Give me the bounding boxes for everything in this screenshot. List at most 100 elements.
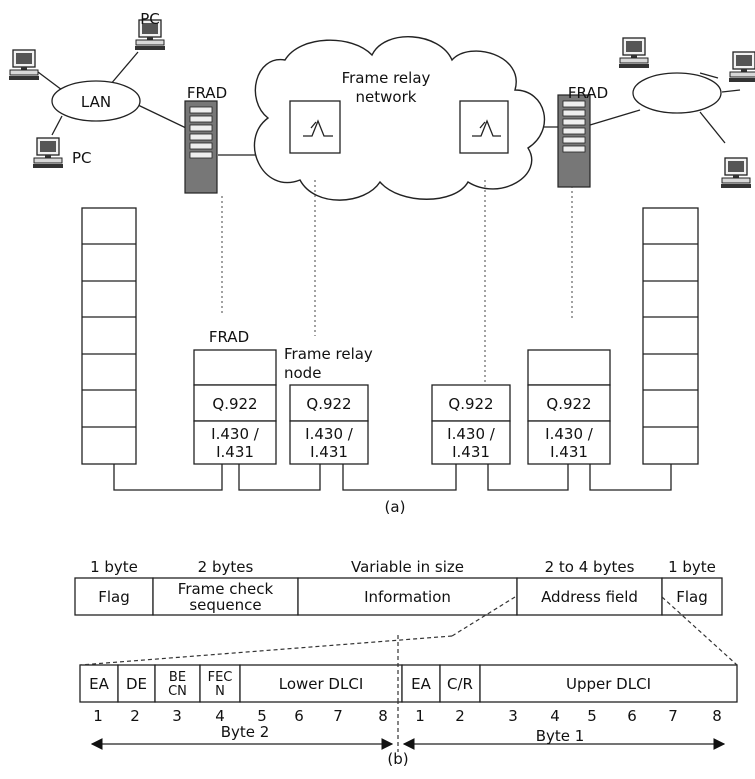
frame-field-box [516, 577, 663, 616]
q922-label: Q.922 [546, 395, 591, 413]
byte2-label: Byte 2 [221, 723, 270, 741]
frad-rack-icon [184, 100, 218, 194]
bit-number: 4 [550, 707, 560, 725]
physical-layer-label: I.430 / [305, 425, 354, 443]
stack-frad-left: FRAD Q.922 I.430 / I.431 [193, 328, 277, 465]
frame-size-label: 1 byte [668, 558, 716, 576]
address-field-label: DE [126, 675, 147, 693]
bit-number: 8 [712, 707, 722, 725]
frame-field-label: Information [364, 588, 451, 606]
bit-number: 6 [627, 707, 637, 725]
lan-right [632, 72, 722, 114]
address-field-label: BE [169, 670, 186, 685]
frame-size-label: 2 bytes [198, 558, 254, 576]
stack-node-left: Frame relay node Q.922 I.430 / I.431 [284, 345, 373, 465]
pc-icon [8, 49, 40, 81]
link-frad-lan [589, 109, 641, 126]
byte1-label: Byte 1 [536, 727, 585, 745]
stack-title: FRAD [209, 328, 249, 346]
frad-rack-icon [557, 94, 591, 188]
physical-layer-label: I.430 / [545, 425, 594, 443]
q922-label: Q.922 [212, 395, 257, 413]
q922-label: Q.922 [448, 395, 493, 413]
bit-number: 5 [257, 707, 267, 725]
switch-symbol-icon [472, 119, 501, 137]
link-rlan-pc1 [699, 72, 719, 79]
address-field-box [79, 664, 119, 703]
switch-symbol-icon [303, 119, 333, 137]
expand-line [79, 635, 453, 666]
bit-number: 8 [378, 707, 388, 725]
physical-layer-label: I.431 [216, 443, 254, 461]
frame-field-box [661, 577, 723, 616]
bit-number: 6 [294, 707, 304, 725]
frame-size-label: Variable in size [351, 558, 464, 576]
stack-frad-right: Q.922 I.430 / I.431 [527, 349, 611, 465]
frame-field-label: Frame check [178, 580, 274, 598]
address-field-box [401, 664, 441, 703]
pc-label: PC [72, 149, 92, 167]
connection-line [238, 464, 321, 491]
address-field-box [479, 664, 738, 703]
frame-size-label: 2 to 4 bytes [545, 558, 635, 576]
pc-icon [720, 157, 752, 189]
bit-number: 2 [455, 707, 465, 725]
pc-icon [728, 51, 755, 83]
connection-line [342, 464, 457, 491]
connection-line [113, 464, 223, 491]
expand-line [661, 596, 738, 666]
lan-left [51, 80, 141, 122]
address-field-label: EA [89, 675, 109, 693]
address-field-label: N [215, 684, 225, 699]
address-field-box [154, 664, 201, 703]
network-label: network [356, 88, 417, 106]
frame-field-label: Flag [676, 588, 708, 606]
address-field-label: C/R [447, 675, 473, 693]
link-lan-frad [137, 104, 187, 129]
frame-relay-cloud [253, 36, 545, 201]
bit-number: 7 [333, 707, 343, 725]
q922-label: Q.922 [306, 395, 351, 413]
link-pc-top [109, 51, 139, 86]
frad-label: FRAD [187, 84, 227, 102]
frame-size-label: 1 byte [90, 558, 138, 576]
frame-field-box [74, 577, 154, 616]
bit-number: 7 [668, 707, 678, 725]
address-field-label: FEC [208, 670, 233, 685]
address-field-label: EA [411, 675, 431, 693]
pc-icon [32, 137, 64, 169]
caption-a: (a) [385, 498, 406, 516]
address-field-box [239, 664, 403, 703]
link-pc-left [51, 115, 63, 136]
frame-field-label: Address field [541, 588, 638, 606]
host-stack-left [81, 207, 137, 465]
lan-label: LAN [81, 93, 111, 111]
bit-number: 1 [93, 707, 103, 725]
part-a: PC PC LAN FRAD FRAD Frame relay network [8, 10, 755, 516]
link-rlan-pc2 [721, 89, 741, 93]
pc-icon [618, 37, 650, 69]
address-field-label: CN [168, 684, 187, 699]
bit-number: 2 [130, 707, 140, 725]
caption-b: (b) [387, 750, 408, 768]
stack-node-right: Q.922 I.430 / I.431 [431, 384, 511, 465]
frame-field-label: Flag [98, 588, 130, 606]
physical-layer-label: I.430 / [447, 425, 496, 443]
connection-line [589, 464, 672, 491]
stack-title: Frame relay [284, 345, 373, 363]
bit-number: 1 [415, 707, 425, 725]
physical-layer-label: I.431 [310, 443, 348, 461]
frame-field-label: sequence [189, 596, 261, 614]
network-label: Frame relay [342, 69, 431, 87]
physical-layer-label: I.431 [550, 443, 588, 461]
connection-line [487, 464, 569, 491]
address-field-label: Upper DLCI [566, 675, 651, 693]
expand-line [451, 596, 516, 637]
bit-number: 4 [215, 707, 225, 725]
host-stack-right [642, 207, 699, 465]
address-field-box [439, 664, 481, 703]
